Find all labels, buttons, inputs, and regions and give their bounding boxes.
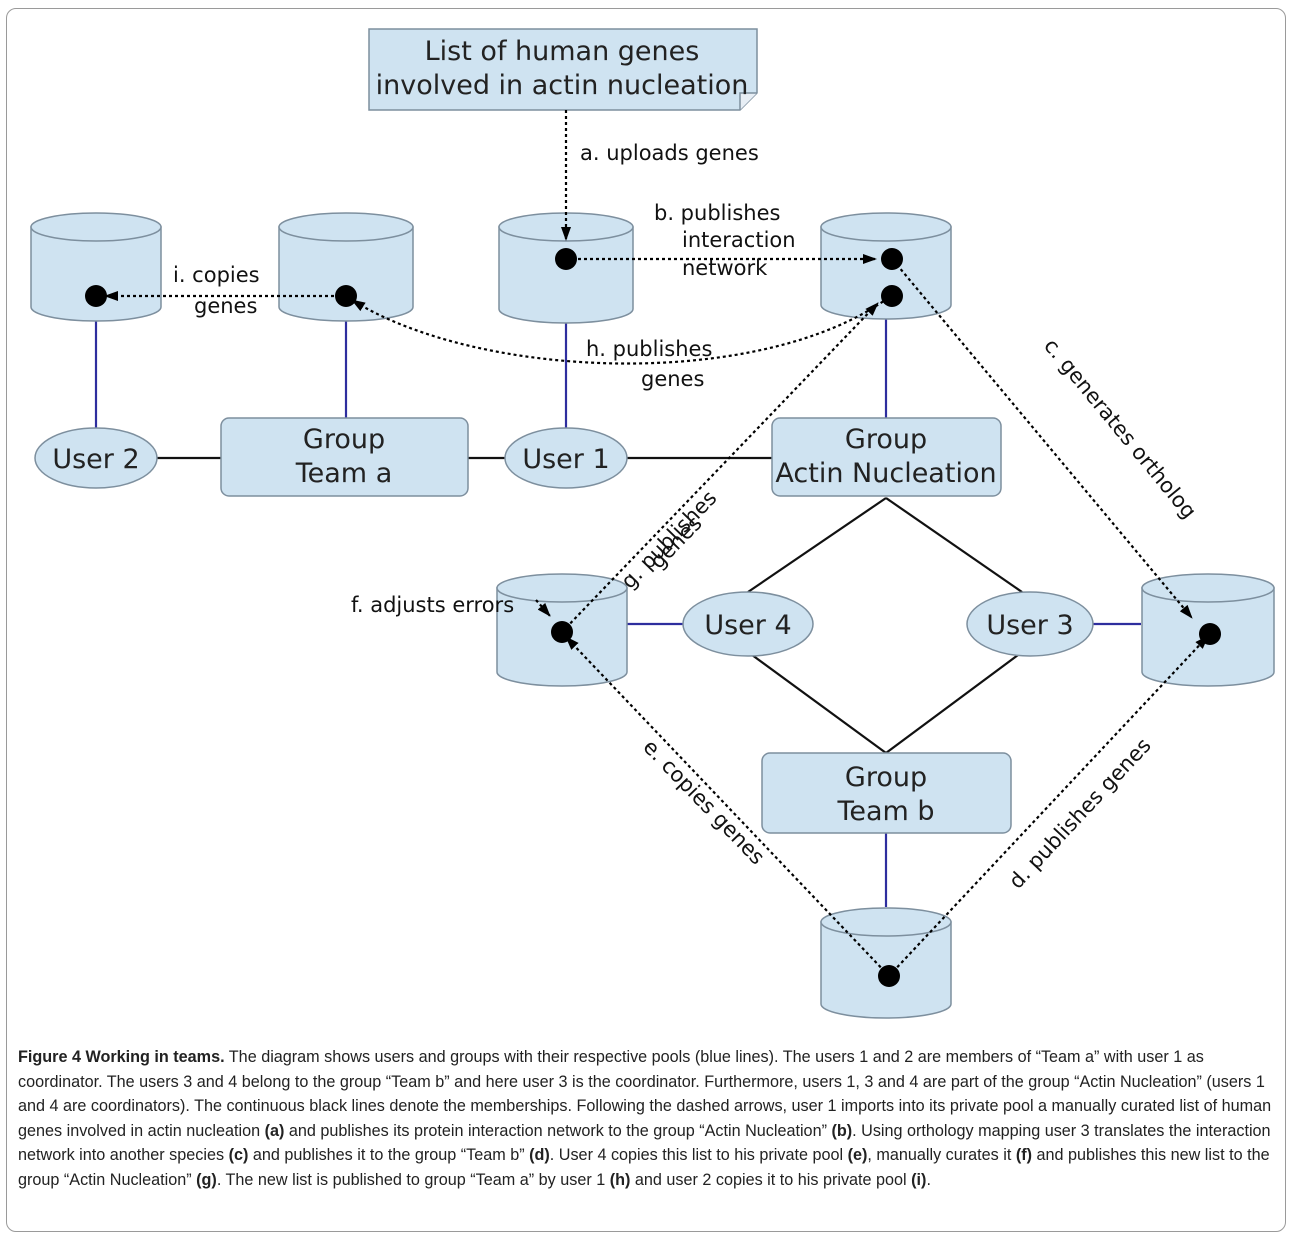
caption-text: . User 4 copies this list to his private… bbox=[549, 1146, 848, 1164]
arrow-g bbox=[561, 302, 879, 633]
user-2: User 2 bbox=[34, 427, 158, 489]
caption-text: and publishes it to the group “Team b” bbox=[248, 1146, 530, 1164]
label-c: c. generates ortholog bbox=[1039, 334, 1201, 523]
label-b-1: b. publishes bbox=[654, 201, 780, 225]
caption-text: . The new list is published to group “Te… bbox=[216, 1170, 610, 1189]
team-diagram: List of human genes involved in actin nu… bbox=[30, 28, 1275, 1019]
pool-dots bbox=[85, 248, 1221, 987]
user-1: User 1 bbox=[504, 427, 628, 489]
caption-ref: (i) bbox=[911, 1170, 927, 1189]
user-3-label: User 3 bbox=[986, 610, 1073, 641]
caption-text: . Using orthology mapping user 3 transla… bbox=[18, 1121, 1271, 1165]
caption-ref: (h) bbox=[609, 1170, 631, 1189]
pool-team-a bbox=[278, 212, 414, 322]
figure-caption: Figure 4 Working in teams. The diagram s… bbox=[18, 1045, 1274, 1192]
label-f: f. adjusts errors bbox=[351, 593, 514, 617]
caption-ref: (b) bbox=[831, 1121, 853, 1140]
caption-title: Figure 4 Working in teams. bbox=[18, 1048, 225, 1066]
gene-list-note: List of human genes involved in actin nu… bbox=[368, 28, 758, 111]
pool-team-b bbox=[820, 907, 952, 1019]
caption-ref: (d) bbox=[529, 1146, 550, 1164]
group-team-b-line-2: Team b bbox=[836, 796, 934, 827]
group-actin-nucleation: Group Actin Nucleation bbox=[771, 417, 1002, 497]
label-i-2: genes bbox=[194, 294, 257, 318]
group-team-a: Group Team a bbox=[220, 417, 469, 497]
note-line-2: involved in actin nucleation bbox=[376, 70, 749, 101]
label-d: d. publishes genes bbox=[1004, 733, 1156, 893]
caption-text: and publishes this new list to the group… bbox=[18, 1146, 1270, 1189]
user-3: User 3 bbox=[966, 591, 1094, 657]
user-4-label: User 4 bbox=[704, 610, 791, 641]
user-4: User 4 bbox=[682, 591, 814, 657]
group-team-a-line-1: Group bbox=[303, 424, 385, 455]
group-actin-line-1: Group bbox=[845, 424, 927, 455]
caption-ref: (a) bbox=[264, 1121, 285, 1140]
caption-ref: (g) bbox=[196, 1170, 217, 1189]
caption-text: , manually curates it bbox=[867, 1146, 1016, 1164]
group-team-b: Group Team b bbox=[761, 752, 1012, 834]
pool-actin-nucleation bbox=[820, 212, 952, 320]
user-1-label: User 1 bbox=[522, 444, 609, 475]
label-b-2: interaction bbox=[682, 228, 796, 252]
group-team-a-line-2: Team a bbox=[295, 458, 393, 489]
note-line-1: List of human genes bbox=[425, 36, 700, 67]
membership-lines bbox=[157, 456, 1023, 754]
label-a: a. uploads genes bbox=[580, 141, 759, 165]
dashed-arrows bbox=[104, 110, 1209, 977]
label-h-1: h. publishes bbox=[586, 337, 712, 361]
user-2-label: User 2 bbox=[52, 444, 139, 475]
caption-text: and publishes its protein interaction ne… bbox=[284, 1121, 832, 1140]
caption-ref: (c) bbox=[228, 1146, 249, 1164]
caption-text: The diagram shows users and groups with … bbox=[18, 1048, 1272, 1140]
group-team-b-line-1: Group bbox=[845, 762, 927, 793]
arrow-e bbox=[565, 636, 890, 977]
caption-text: . bbox=[926, 1170, 931, 1189]
caption-text: and user 2 copies it to his private pool bbox=[630, 1170, 912, 1189]
pool-user-2 bbox=[30, 212, 162, 322]
label-h-2: genes bbox=[641, 367, 704, 391]
figure-frame bbox=[6, 8, 1286, 1232]
label-b-3: network bbox=[682, 256, 768, 280]
label-e: e. copies genes bbox=[638, 735, 769, 869]
group-actin-line-2: Actin Nucleation bbox=[775, 458, 996, 489]
label-i-1: i. copies bbox=[173, 263, 260, 287]
caption-ref: (f) bbox=[1015, 1146, 1033, 1164]
pool-links bbox=[94, 318, 1141, 907]
caption-ref: (e) bbox=[847, 1146, 868, 1164]
caption-body: The diagram shows users and groups with … bbox=[18, 1048, 1271, 1189]
